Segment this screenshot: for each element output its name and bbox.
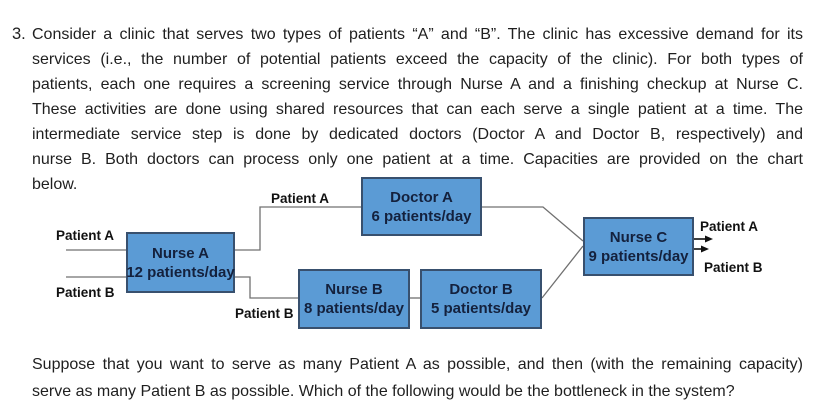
label-patient-a-mid: Patient A (271, 191, 330, 206)
problem-line: services (i.e., the number of potential … (32, 51, 803, 68)
node-label: Nurse B (325, 281, 383, 298)
node-capacity: 9 patients/day (588, 247, 689, 265)
node-capacity: 5 patients/day (430, 300, 532, 317)
problem-line: These activities are done using shared r… (32, 101, 803, 118)
node-doctor-b: Doctor B 5 patients/day (420, 269, 542, 329)
question-line: serve as many Patient B as possible. Whi… (32, 383, 735, 400)
label-patient-b-mid: Patient B (235, 306, 294, 321)
problem-line: below. (32, 176, 78, 193)
node-nurse-b: Nurse B 8 patients/day (298, 269, 410, 329)
node-nurse-a: Nurse A 12 patients/day (126, 232, 235, 293)
problem-number: 3. (12, 25, 26, 43)
label-patient-b-in: Patient B (56, 285, 115, 300)
problem-line: intermediate service step is done by ded… (32, 126, 803, 143)
node-label: Doctor A (390, 188, 453, 206)
label-patient-a-in: Patient A (56, 228, 115, 243)
label-patient-a-out: Patient A (700, 219, 759, 234)
node-label: Nurse C (609, 228, 668, 246)
node-doctor-a: Doctor A 6 patients/day (361, 177, 482, 236)
label-patient-b-out: Patient B (704, 260, 763, 275)
process-flow-diagram: Nurse A 12 patients/day Doctor A 6 patie… (0, 170, 818, 340)
problem-line: nurse B. Both doctors can process only o… (32, 151, 803, 168)
problem-line: Consider a clinic that serves two types … (32, 26, 803, 43)
node-capacity: 12 patients/day (126, 263, 235, 281)
flow-connectors (66, 206, 713, 299)
question-text: Suppose that you want to serve as many P… (32, 351, 803, 405)
problem-line: patients, each one requires a screening … (32, 76, 803, 93)
node-label: Doctor B (449, 281, 513, 298)
node-capacity: 6 patients/day (371, 207, 472, 225)
node-label: Nurse A (152, 244, 209, 262)
question-line: Suppose that you want to serve as many P… (32, 356, 803, 373)
node-capacity: 8 patients/day (303, 300, 405, 317)
problem-statement: Consider a clinic that serves two types … (32, 22, 803, 197)
node-nurse-c: Nurse C 9 patients/day (583, 217, 694, 276)
